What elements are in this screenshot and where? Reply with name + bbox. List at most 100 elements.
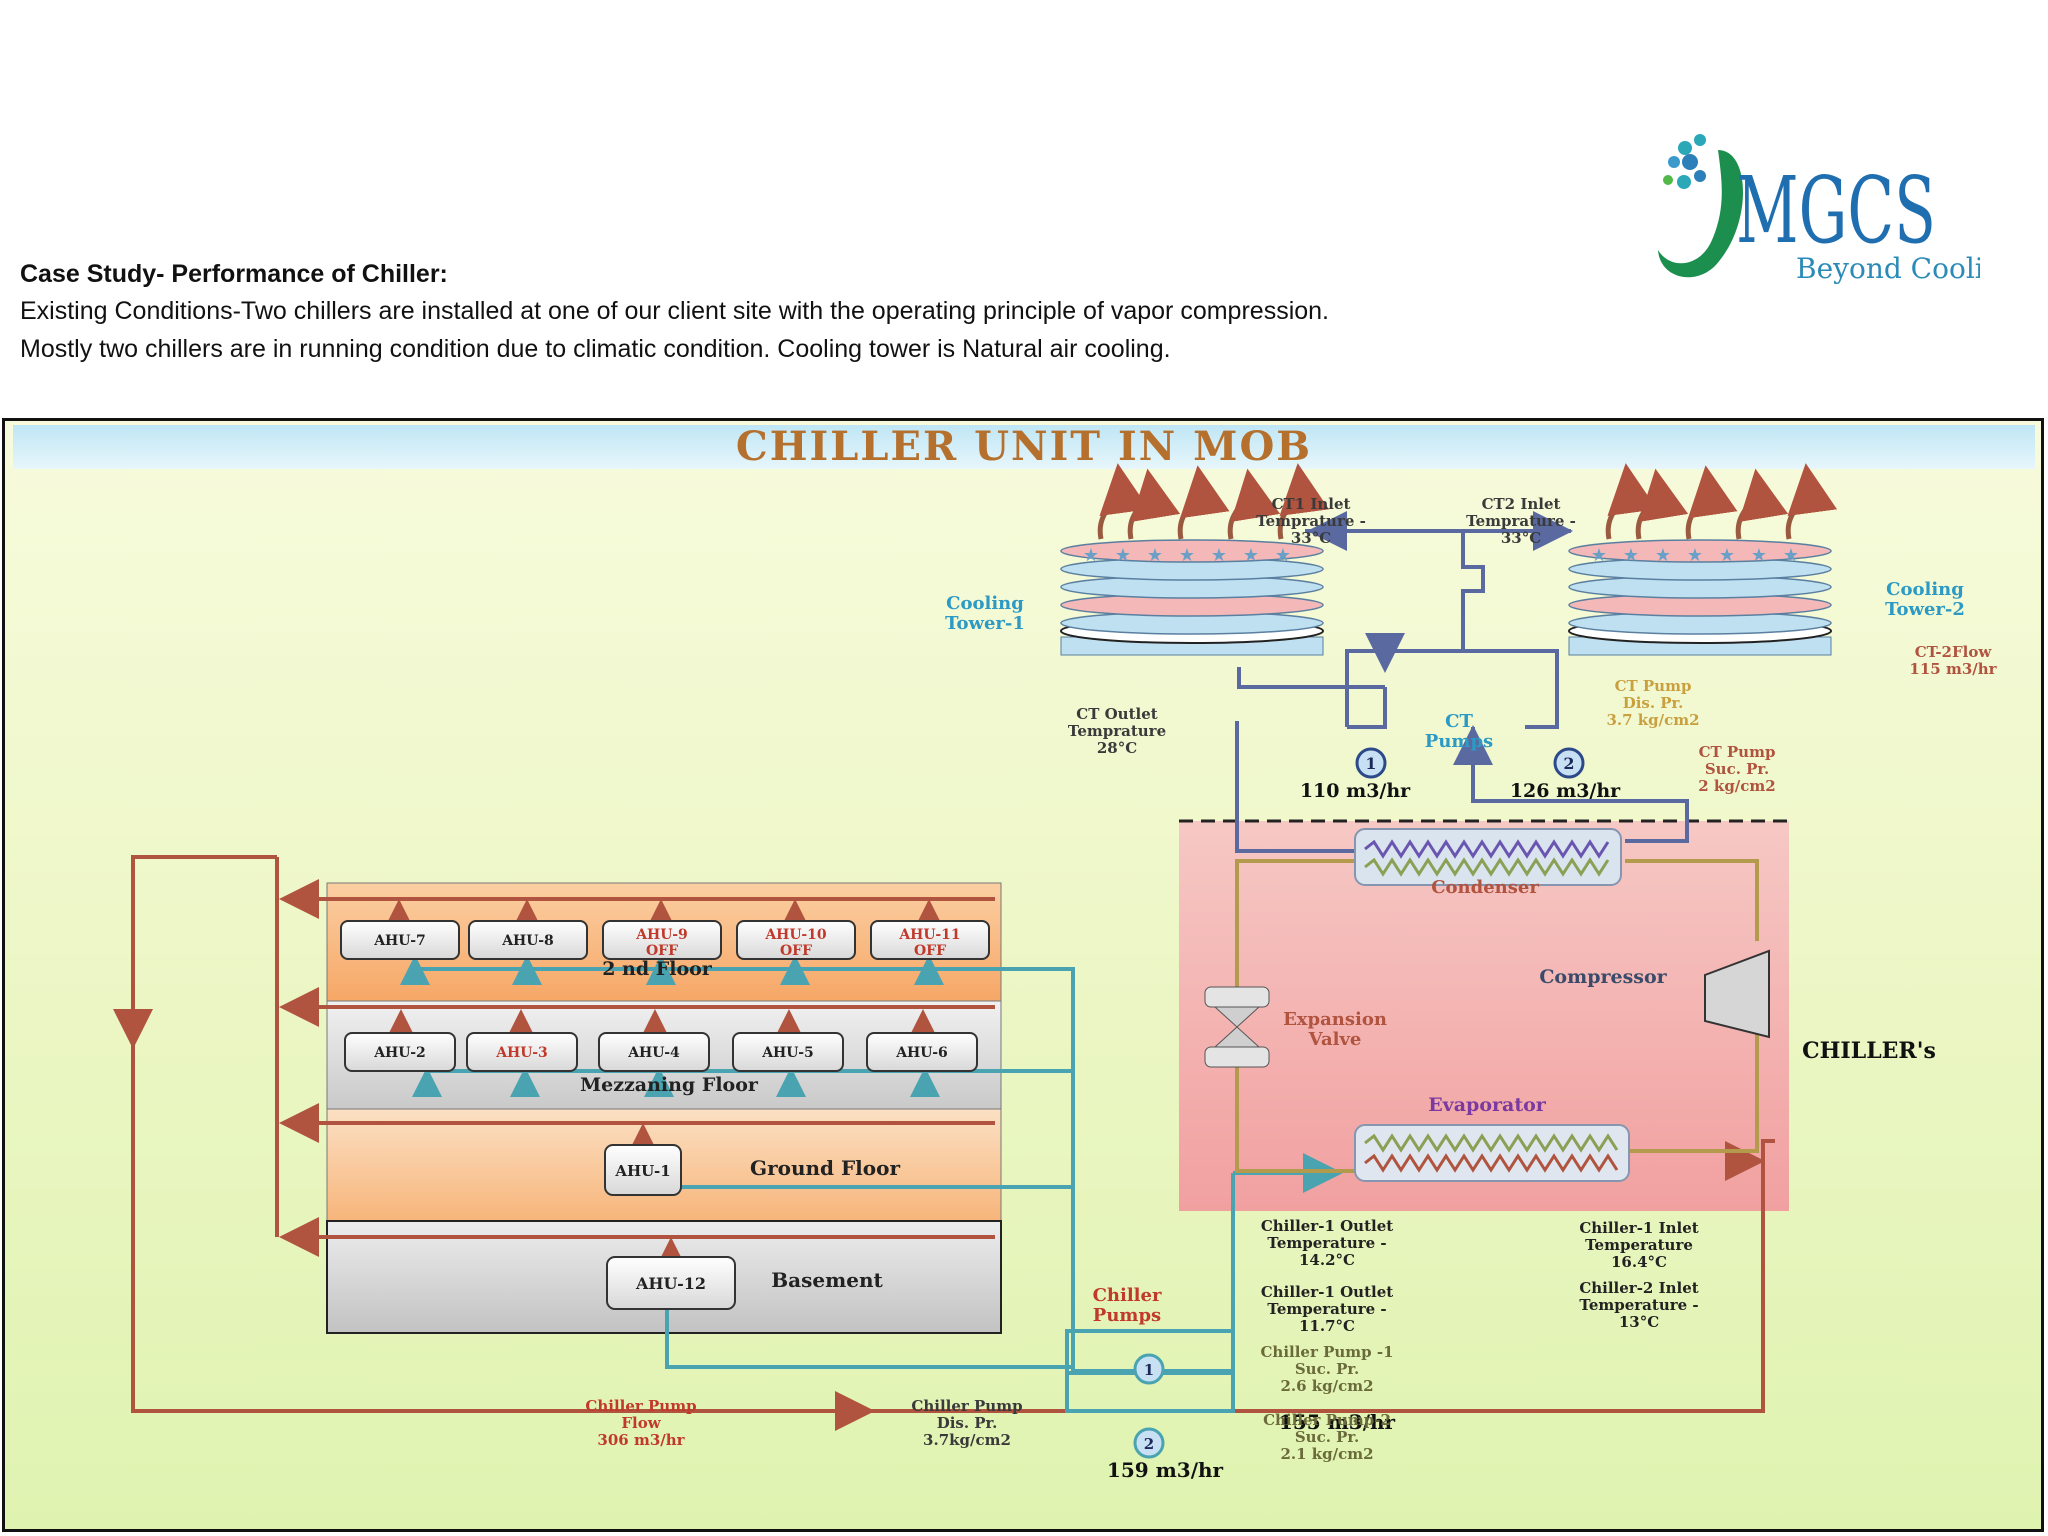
ahu-2nd-ahu-7: AHU-7 <box>340 920 460 960</box>
chiller-pump-flow-label-line: 306 m3/hr <box>597 1431 685 1449</box>
ahu-label: AHU-6 <box>895 1045 948 1061</box>
chiller-pumps-label-line: Chiller <box>1093 1285 1162 1306</box>
chiller1-inlet-label-line: 16.4°C <box>1611 1253 1667 1271</box>
ct-pump-2: 2 <box>1553 747 1585 779</box>
chiller-pump-flow-label-line: Flow <box>621 1414 661 1432</box>
chiller-pump-2-number: 2 <box>1144 1435 1154 1453</box>
chiller-pump2-suc-label-line: Chiller Pump-2 <box>1263 1411 1391 1429</box>
tower-fill-icon: ★ <box>1083 545 1099 566</box>
chiller1-outlet-label-line: Temperature - <box>1267 1234 1386 1252</box>
ct1-inlet-label-line: 33°C <box>1291 529 1331 547</box>
ahu-ground-label: AHU-1 <box>614 1162 670 1180</box>
ct-pump-suc-label-line: CT Pump <box>1699 743 1776 761</box>
ahu-label: AHU-11 <box>898 927 960 943</box>
chiller-pumps-label-line: Pumps <box>1093 1305 1161 1326</box>
ct-pump-dis-label-line: Dis. Pr. <box>1623 694 1684 712</box>
intro-text: Case Study- Performance of Chiller: Exis… <box>20 256 1620 368</box>
ahu-status: OFF <box>914 943 946 959</box>
cooling-tower-1-label-line: Cooling <box>946 593 1024 614</box>
cooling-tower-1-label-line: Tower-1 <box>945 613 1025 634</box>
chiller-pump1-suc-label-line: Suc. Pr. <box>1295 1360 1359 1378</box>
ahu-status: OFF <box>780 943 812 959</box>
ct-outlet-label-line: 28°C <box>1097 739 1137 757</box>
ct-pump-suc-label-line: 2 kg/cm2 <box>1698 777 1775 795</box>
ct2-flow-label-line: 115 m3/hr <box>1909 660 1997 678</box>
tower-fill-icon: ★ <box>1179 545 1195 566</box>
floor-ground-label: Ground Floor <box>750 1156 900 1180</box>
tower-fill-icon: ★ <box>1719 545 1735 566</box>
ahu-mezz-ahu-4: AHU-4 <box>598 1032 710 1072</box>
ct-outlet-label-line: CT Outlet <box>1076 705 1157 723</box>
ct-pumps-label-line: Pumps <box>1425 731 1493 752</box>
mgcs-logo: MGCS Beyond Cooling <box>1640 110 2020 350</box>
ct-pumps-label-line: CT <box>1445 711 1473 732</box>
ahu-label: AHU-2 <box>373 1045 426 1061</box>
evaporator-label: Evaporator <box>1428 1094 1547 1116</box>
cooling-tower-2: ★★★★★★★ <box>1568 463 1838 656</box>
ct-pump-2-number: 2 <box>1563 754 1574 773</box>
tower-fill-icon: ★ <box>1783 545 1799 566</box>
ct2-inlet-label-line: 33°C <box>1501 529 1541 547</box>
diagram-title: CHILLER UNIT IN MOB <box>735 423 1313 470</box>
cooling-tower-2-label-line: Tower-2 <box>1885 599 1965 620</box>
ahu-mezz-ahu-2: AHU-2 <box>344 1032 456 1072</box>
tower-fill-icon: ★ <box>1115 545 1131 566</box>
tower-fill-icon: ★ <box>1591 545 1607 566</box>
ahu-label: AHU-5 <box>761 1045 814 1061</box>
ahu-mezz-ahu-3: AHU-3 <box>466 1032 578 1072</box>
ct2-inlet-label-line: Temprature - <box>1466 512 1576 530</box>
ahu-label: AHU-8 <box>501 933 554 949</box>
diagram-canvas: ★★★★★★★ ★★★★★★★ 1 2 <box>113 463 1998 1482</box>
ct-pump-dis-label-line: 3.7 kg/cm2 <box>1606 711 1699 729</box>
ahu-label: AHU-7 <box>373 933 426 949</box>
tower-fill-icon: ★ <box>1623 545 1639 566</box>
cooling-tower-1: ★★★★★★★ <box>1060 463 1330 656</box>
chiller-pump2-flow: 159 m3/hr <box>1107 1458 1224 1482</box>
condenser-label: Condenser <box>1431 877 1539 898</box>
chiller-pump1-suc-label-line: Chiller Pump -1 <box>1260 1343 1393 1361</box>
chiller-pump-1-number: 1 <box>1144 1361 1154 1379</box>
chiller1-inlet-label-line: Temperature <box>1585 1236 1693 1254</box>
chiller-pump-flow-label-line: Chiller Pump <box>585 1397 696 1415</box>
ahu-status: OFF <box>646 943 678 959</box>
floor-2nd-label: 2 nd Floor <box>602 958 713 980</box>
chiller-pump1-suc-label-line: 2.6 kg/cm2 <box>1280 1377 1373 1395</box>
chiller2-outlet-label-line: 11.7°C <box>1299 1317 1355 1335</box>
floor-basement-label: Basement <box>771 1268 883 1292</box>
ahu-label: AHU-3 <box>495 1045 548 1061</box>
intro-line-1: Existing Conditions-Two chillers are ins… <box>20 297 1329 325</box>
logo-mark-icon: MGCS Beyond Cooling <box>1658 134 2020 285</box>
ahu-label: AHU-9 <box>635 927 688 943</box>
chiller-pump-dis-label-line: Dis. Pr. <box>937 1414 998 1432</box>
ct-pump-suc-label-line: Suc. Pr. <box>1705 760 1769 778</box>
chiller-pump-2: 2 <box>1133 1427 1165 1459</box>
chiller-pump2-suc-label-line: 2.1 kg/cm2 <box>1280 1445 1373 1463</box>
expansion-valve-label-line: Expansion <box>1283 1009 1387 1030</box>
logo-brand-text: MGCS <box>1736 157 1936 264</box>
ct2-inlet-label-line: CT2 Inlet <box>1482 495 1561 513</box>
ct1-inlet-label-line: CT1 Inlet <box>1272 495 1351 513</box>
chiller-pump2-suc-label-line: Suc. Pr. <box>1295 1428 1359 1446</box>
condenser-coil <box>1354 828 1622 886</box>
floor-mezz-label: Mezzaning Floor <box>580 1074 759 1096</box>
tower-fill-icon: ★ <box>1147 545 1163 566</box>
ct-pump2-flow: 126 m3/hr <box>1510 780 1621 802</box>
